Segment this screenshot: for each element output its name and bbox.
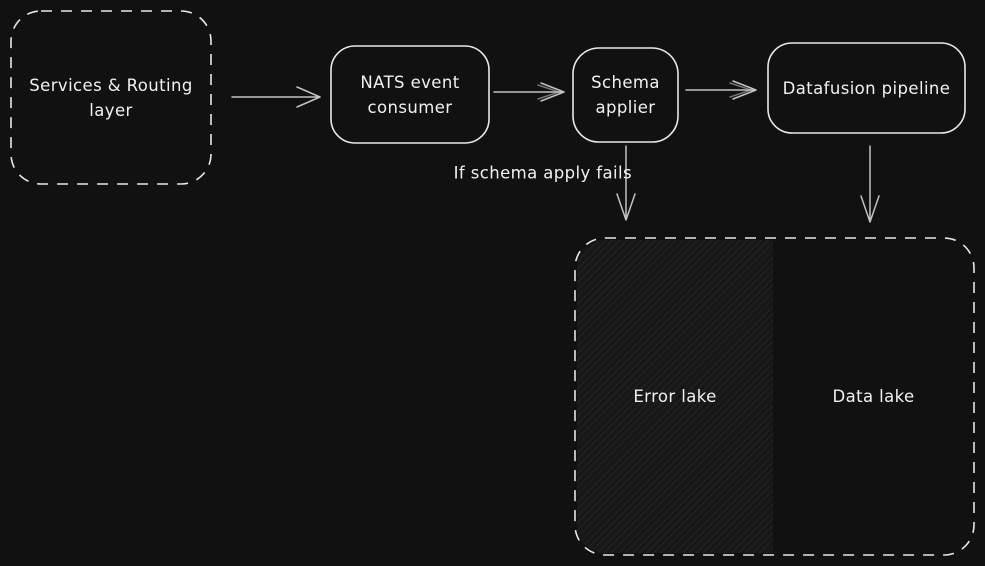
error-lake-hatch-fill bbox=[577, 240, 773, 553]
datafusion-pipeline-node-border bbox=[767, 42, 966, 134]
arrow-datafusion-to-data-lake bbox=[860, 145, 880, 223]
arrow-schema-to-datafusion-sketch-stroke bbox=[729, 82, 752, 98]
lake-container-border bbox=[574, 237, 975, 556]
arrow-services-to-nats bbox=[231, 86, 321, 108]
arrow-schema-to-error-lake bbox=[616, 145, 636, 221]
schema-applier-node-border bbox=[572, 47, 679, 143]
nats-event-consumer-node-border bbox=[330, 45, 490, 144]
arrow-nats-to-schema bbox=[493, 82, 565, 102]
services-routing-node-border bbox=[10, 10, 212, 185]
arrow-schema-to-datafusion bbox=[685, 80, 757, 100]
arrow-nats-to-schema-sketch-stroke bbox=[537, 84, 560, 100]
